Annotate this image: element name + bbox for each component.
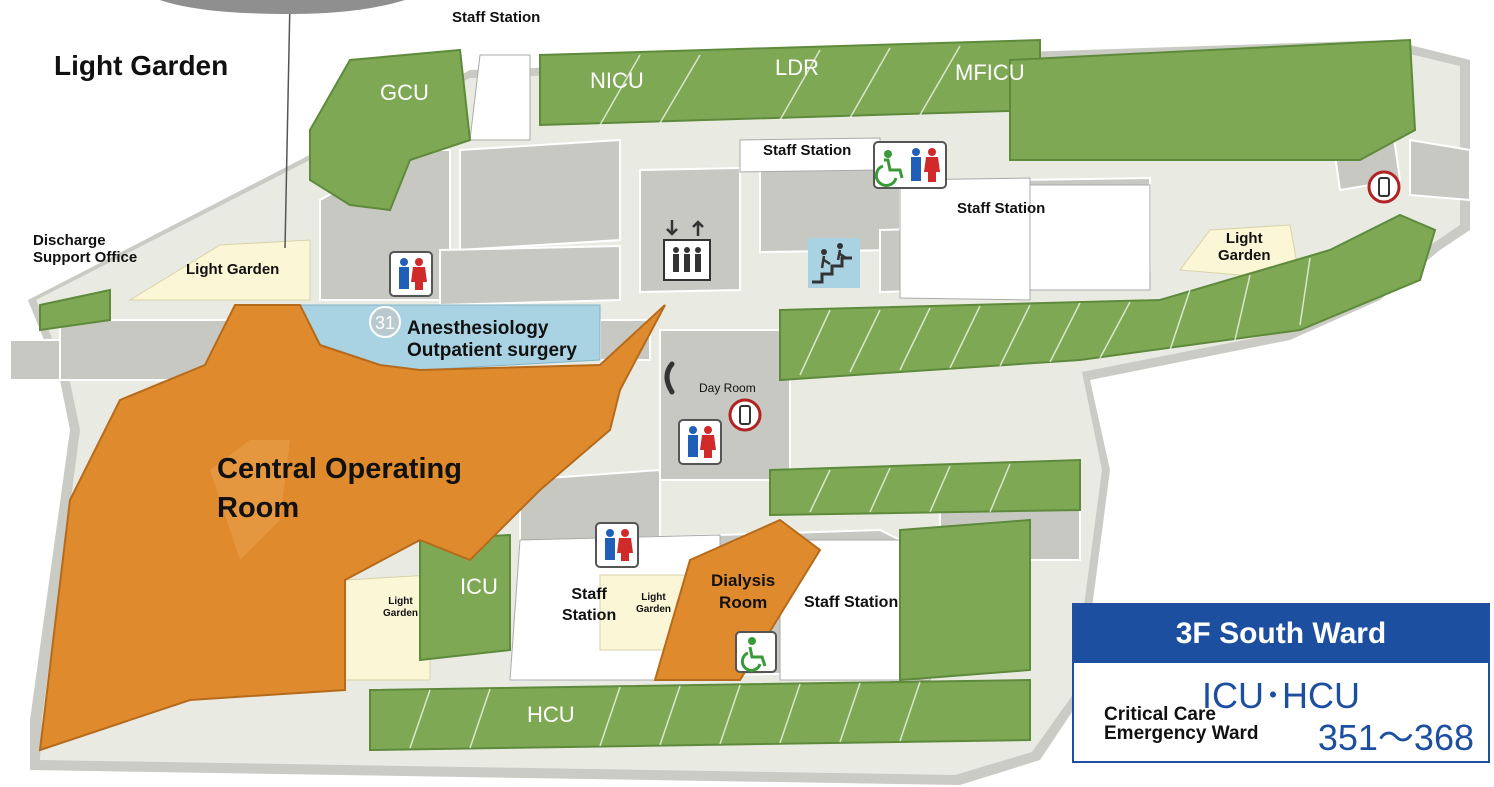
light-garden-left-label: Light Garden — [186, 261, 280, 278]
ward-legend-units: ICU･HCU — [1202, 675, 1360, 716]
mobile-phone-icon — [728, 398, 762, 432]
mficu-label: MFICU — [955, 60, 1025, 85]
ldr-label: LDR — [775, 55, 819, 80]
hcu-label: HCU — [527, 702, 575, 727]
light-garden-icu-label: Light Garden — [383, 596, 419, 619]
restroom-icon — [678, 419, 722, 465]
staff-station-top-label: Staff Station — [452, 9, 541, 26]
light-garden-title: Light Garden — [54, 50, 229, 81]
nicu-label: NICU — [590, 68, 644, 93]
staff-station-lower-right-label: Staff Station — [804, 594, 899, 611]
central-operating-room-label: Central Operating Room — [217, 453, 462, 525]
ward-legend-title: 3F South Ward — [1074, 605, 1488, 663]
light-garden-right-label: Light Garden — [1218, 230, 1271, 265]
day-room-label: Day Room — [699, 381, 756, 395]
staff-station-lower-label: Staff Station — [562, 586, 617, 624]
icu-label: ICU — [460, 574, 498, 599]
photo-corner — [160, 0, 405, 14]
dialysis-room-label: Dialysis Room — [711, 571, 776, 613]
green-wards — [39, 38, 1437, 752]
staff-station-upper-label: Staff Station — [763, 142, 852, 159]
ward-legend-subtitle: Critical Care Emergency Ward — [1104, 704, 1259, 744]
floor-number-badge: 31 — [369, 306, 401, 338]
ward-legend-rooms: 351～368 — [1317, 717, 1474, 758]
telephone-icon — [664, 361, 675, 395]
wheelchair-icon — [735, 631, 777, 673]
ward-divisions — [409, 45, 1311, 749]
staff-station-right-label: Staff Station — [957, 200, 1046, 217]
light-gardens — [128, 224, 1301, 681]
mobile-phone-icon — [1367, 170, 1401, 204]
accessible-restroom-icon — [873, 141, 947, 189]
central-operating-room-area — [38, 304, 666, 752]
gcu-label: GCU — [380, 80, 429, 105]
ward-legend: 3F South Ward ICU･HCU Critical Care Emer… — [1072, 603, 1490, 763]
discharge-support-label: Discharge Support Office — [33, 232, 138, 267]
pointer-line — [284, 0, 291, 249]
anesthesiology-label: Anesthesiology Outpatient surgery — [407, 318, 577, 361]
light-garden-small-label: Light Garden — [636, 592, 672, 615]
restroom-icon — [595, 522, 639, 568]
dialysis-room-area — [653, 518, 822, 681]
stairs-icon — [808, 238, 860, 288]
restroom-icon — [389, 251, 433, 297]
elevator-icon — [663, 220, 711, 281]
svg-text:31: 31 — [375, 313, 395, 333]
